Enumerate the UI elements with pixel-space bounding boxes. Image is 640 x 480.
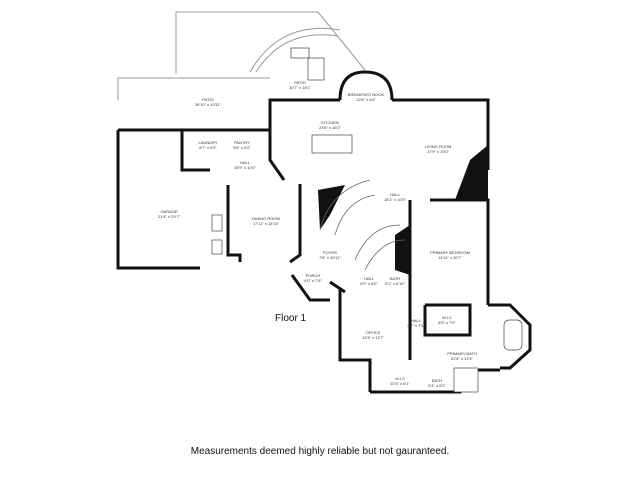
- room-name: PANTRY: [234, 140, 250, 145]
- room-dims: 2'7" x 7'5": [407, 323, 425, 328]
- room-name: BATH: [431, 378, 443, 383]
- room-name: PORCH: [305, 273, 321, 278]
- walls: [116, 70, 532, 394]
- room-name: PATIO: [294, 80, 306, 85]
- room-name: PRIMARY BEDROOM: [430, 250, 470, 255]
- room-name: HALL: [410, 318, 421, 323]
- disclaimer: Measurements deemed highly reliable but …: [190, 446, 450, 457]
- room-dims: 21'4" x 29'7": [158, 214, 180, 219]
- room-dims: 26'10" x 10'11": [194, 102, 222, 107]
- stairs: [319, 179, 406, 271]
- fixtures: [211, 47, 523, 393]
- room-name: OFFICE: [365, 330, 381, 335]
- room-name: GARAGE: [160, 209, 178, 214]
- room-dims: 5'4" x 6'0": [428, 383, 446, 388]
- room-dims: 4'0" x 7'9": [304, 278, 322, 283]
- room-name: LAUNDRY: [198, 140, 218, 145]
- room-dims: 8'7" x 6'9": [199, 145, 217, 150]
- room-dims: 6'9" x 6'0": [360, 281, 378, 286]
- room-dims: 7'8" x 10'11": [319, 255, 341, 260]
- room-name: HALL: [363, 276, 374, 281]
- room-dims: 8'9" x 7'0": [438, 320, 456, 325]
- room-dims: 10'3" x 6'1": [390, 381, 410, 386]
- room-name: PRIMARY BATH: [447, 351, 477, 356]
- room-dims: 5'6" x 5'2": [233, 145, 251, 150]
- room-name: W.I.C: [395, 376, 405, 381]
- room-name: BREAKFAST NOOK: [347, 92, 385, 97]
- room-name: KITCHEN: [321, 120, 339, 125]
- room-dims: 13'3" x 12'7": [362, 335, 384, 340]
- room-dims: 18'1" x 10'0": [384, 197, 406, 202]
- room-name: HALL: [239, 160, 250, 165]
- room-name: W.I.C: [442, 315, 452, 320]
- room-name: DINING ROOM: [252, 216, 280, 221]
- room-dims: 17'11" x 13'10": [252, 221, 280, 226]
- room-dims: 23'6" x 16'2": [319, 125, 341, 130]
- room-dims: 5'1" x 6'10": [385, 281, 405, 286]
- room-dims: 22'6" x 12'4": [451, 356, 473, 361]
- room-dims: 15'5" x 10'0": [234, 165, 256, 170]
- room-dims: 12'6" x 8'4": [356, 97, 376, 102]
- room-name: FOYER: [323, 250, 337, 255]
- room-name: PATIO: [202, 97, 214, 102]
- room-name: HALL: [389, 192, 400, 197]
- room-dims: 30'7" x 18'1": [289, 85, 311, 90]
- floor-label: Floor 1: [275, 313, 307, 324]
- room-dims: 17'9" x 19'0": [427, 149, 449, 154]
- patio-outlines: [117, 11, 366, 100]
- room-name: LIVING ROOM: [424, 144, 452, 149]
- room-name: BATH: [389, 276, 401, 281]
- room-dims: 14'11" x 20'7": [438, 255, 462, 260]
